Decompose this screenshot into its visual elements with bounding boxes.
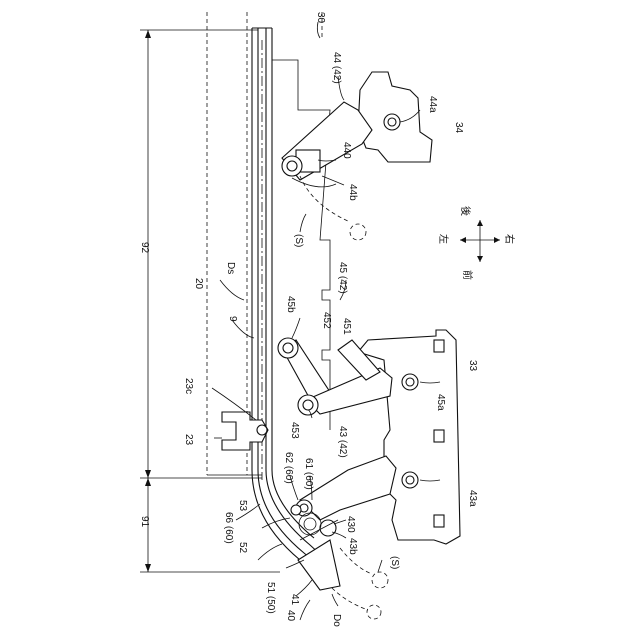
label-92: 92: [139, 242, 150, 254]
label-30: 30: [315, 12, 326, 24]
label-91: 91: [139, 516, 150, 528]
label-23c: 23c: [183, 378, 194, 394]
label-44a: 44a: [427, 96, 438, 113]
label-44: 44 (42): [331, 52, 342, 84]
label-33: 33: [467, 360, 478, 372]
direction-left: 左: [437, 234, 450, 244]
label-453: 453: [289, 422, 300, 439]
bracket-34: [358, 72, 432, 162]
label-do: Do: [331, 614, 342, 627]
label-61: 61 (60): [303, 458, 314, 490]
label-51: 51 (50): [265, 582, 276, 614]
label-430: 430: [345, 516, 356, 533]
label-66: 66 (60): [223, 512, 234, 544]
label-41: 41: [289, 594, 300, 606]
label-43: 43 (42): [337, 426, 348, 458]
label-43a: 43a: [467, 490, 478, 507]
label-45: 45 (42): [337, 262, 348, 294]
direction-rear: 後: [459, 206, 472, 216]
label-s-upper: (S): [293, 234, 304, 247]
label-62: 62 (60): [283, 452, 294, 484]
link-44: [282, 102, 372, 240]
label-20: 20: [193, 278, 204, 290]
label-45a: 45a: [435, 394, 446, 411]
label-ds: Ds: [225, 262, 236, 274]
label-451: 451: [341, 318, 352, 335]
bracket-23: [222, 412, 268, 450]
label-44b: 44b: [347, 184, 358, 201]
label-43b: 43b: [347, 538, 358, 555]
label-9: 9: [227, 316, 238, 322]
label-34: 34: [453, 122, 464, 134]
direction-front: 前: [461, 270, 474, 280]
label-45b: 45b: [285, 296, 296, 313]
label-23: 23: [183, 434, 194, 446]
direction-right: 右: [503, 234, 516, 244]
label-52: 52: [237, 542, 248, 554]
label-53: 53: [237, 500, 248, 512]
label-440: 440: [341, 142, 352, 159]
label-s-lower: (S): [389, 556, 400, 569]
label-40: 40: [285, 610, 296, 622]
label-452: 452: [321, 312, 332, 329]
bracket-33: [358, 330, 460, 544]
direction-compass: [460, 220, 500, 262]
